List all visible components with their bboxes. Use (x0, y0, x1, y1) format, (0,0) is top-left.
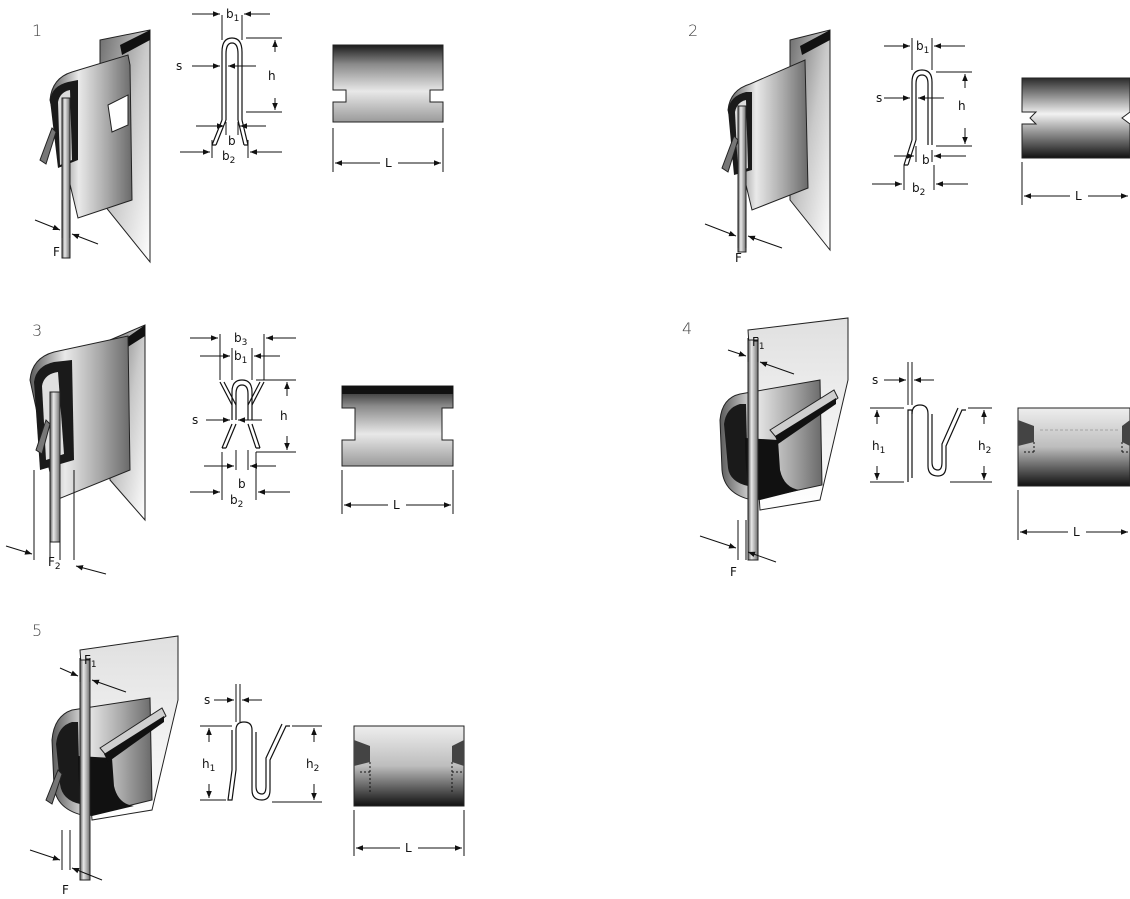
label-h: h (280, 409, 288, 423)
label-F1: F1 (752, 335, 765, 352)
label-h: h (268, 69, 276, 83)
label-s: s (876, 91, 882, 105)
label-b: b (922, 153, 930, 167)
label-b3: b3 (234, 331, 247, 348)
figure-number: 4 (682, 319, 692, 338)
label-F1: F1 (84, 653, 97, 670)
label-b2: b2 (912, 181, 925, 198)
label-F: F (735, 251, 742, 265)
clip-perspective-view (45, 635, 179, 881)
figure-number: 1 (32, 21, 42, 40)
label-F: F (730, 565, 737, 579)
clip-top-view: L (1021, 77, 1130, 205)
clip-perspective-view (719, 317, 849, 561)
label-s: s (192, 413, 198, 427)
clip-top-view: L (1017, 407, 1130, 540)
label-s: s (204, 693, 210, 707)
clip-top-view: L (353, 725, 465, 856)
label-b2: b2 (222, 149, 235, 166)
label-F2: F2 (48, 555, 61, 572)
label-F: F (62, 883, 69, 897)
panel-thickness-dimension: F1 F (29, 653, 127, 897)
panel-thickness-dimension: F2 (5, 470, 107, 575)
clip-top-view: L (332, 44, 444, 172)
clip-perspective-view (29, 324, 146, 543)
label-s: s (872, 373, 878, 387)
figure-number: 2 (688, 21, 698, 40)
panel-thickness-dimension: F1 F (699, 335, 795, 579)
clip-top-view: L (341, 385, 454, 514)
label-b1: b1 (916, 39, 929, 56)
label-h1: h1 (872, 439, 885, 456)
clip-profile-section: s h1 h2 (870, 362, 992, 483)
label-L: L (393, 498, 400, 512)
label-h2: h2 (306, 757, 319, 774)
label-h1: h1 (202, 757, 215, 774)
label-L: L (1075, 189, 1082, 203)
label-F: F (53, 245, 60, 259)
figure-3: 3 (5, 321, 454, 575)
figure-1: 1 (32, 7, 444, 264)
label-L: L (405, 841, 412, 855)
figure-2: 2 (688, 21, 1130, 265)
clip-profile-section: b1 s h b b2 (176, 7, 282, 166)
label-s: s (176, 59, 182, 73)
clip-perspective-view (721, 29, 831, 253)
label-b1: b1 (234, 349, 247, 366)
label-b: b (238, 477, 246, 491)
figure-number: 3 (32, 321, 42, 340)
clip-profile-section: b3 b1 s h b b2 (190, 331, 296, 510)
panel-thickness-dimension: F (704, 200, 783, 265)
figure-4: 4 s h1 h2 (682, 317, 1130, 579)
label-b1: b1 (226, 7, 239, 24)
label-L: L (385, 156, 392, 170)
label-h: h (958, 99, 966, 113)
label-h2: h2 (978, 439, 991, 456)
label-b: b (228, 134, 236, 148)
panel-thickness-dimension: F (34, 200, 99, 259)
clip-profile-section: b1 s h b b2 (872, 38, 972, 198)
label-L: L (1073, 525, 1080, 539)
clip-perspective-view (39, 29, 151, 264)
clip-profile-section: s h1 h2 (200, 684, 322, 803)
figure-5: 5 s h1 (29, 621, 465, 897)
label-b2: b2 (230, 493, 243, 510)
figure-number: 5 (32, 621, 42, 640)
